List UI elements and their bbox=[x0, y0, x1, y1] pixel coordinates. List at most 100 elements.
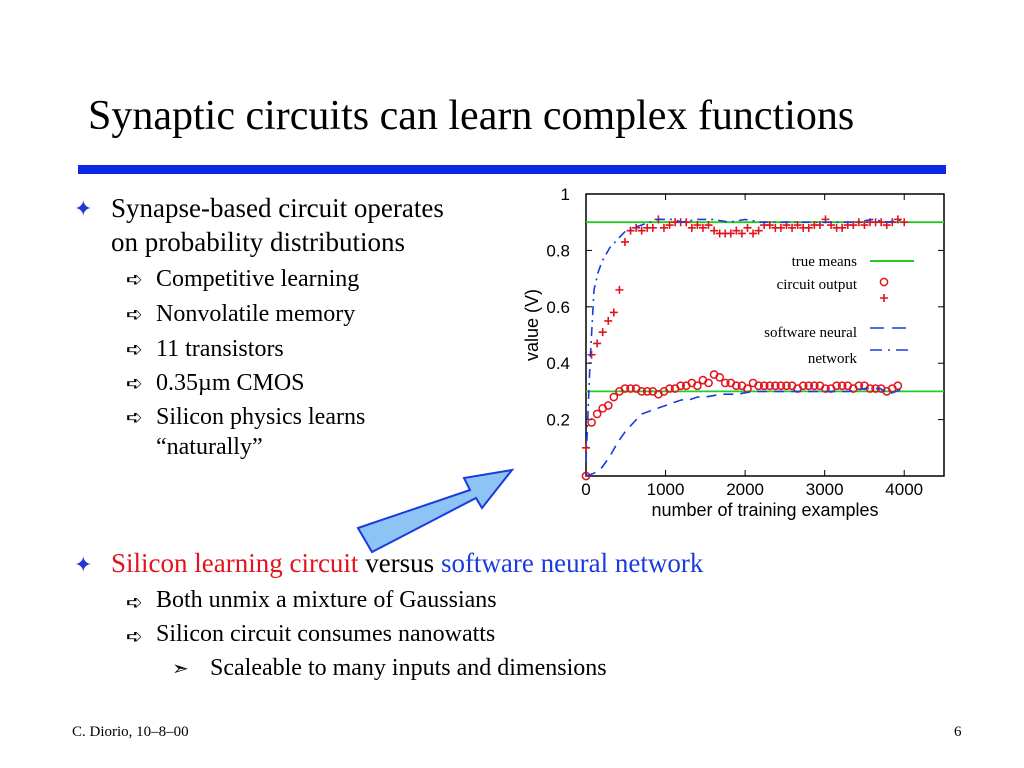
sub-item-silicon-physics-line-2: “naturally” bbox=[156, 434, 263, 460]
x-tick-label: 3000 bbox=[806, 480, 844, 499]
circuit-output-plus bbox=[693, 221, 702, 230]
circuit-output-plus bbox=[698, 223, 707, 232]
bullet-1: Synapse-based circuit operates on probab… bbox=[111, 191, 444, 259]
circuit-output-plus bbox=[726, 229, 735, 238]
sub-sub-item-scaleable: Scaleable to many inputs and dimensions bbox=[210, 655, 607, 681]
circuit-output-plus bbox=[587, 350, 596, 359]
block-arrow-graphic bbox=[356, 468, 515, 554]
circuit-output-plus bbox=[743, 223, 752, 232]
circuit-output-circle bbox=[587, 418, 596, 427]
y-tick-label: 0.2 bbox=[546, 411, 570, 430]
circuit-output-circle bbox=[804, 381, 814, 391]
x-tick-label: 2000 bbox=[726, 480, 764, 499]
circuit-output-plus bbox=[765, 221, 774, 230]
circuit-output-plus bbox=[804, 223, 813, 232]
circuit-output-circle bbox=[603, 401, 613, 410]
sub-item-competitive-learning: Competitive learning bbox=[156, 266, 360, 292]
circuit-output-circle bbox=[765, 381, 775, 391]
silicon-learning-circuit-text: Silicon learning circuit bbox=[111, 548, 359, 578]
bullet-star-icon: ✦ bbox=[74, 552, 93, 577]
sub-sub-bullet-arrow-icon: ➣ bbox=[172, 658, 189, 680]
sub-bullet-arrow-icon: ➪ bbox=[126, 407, 143, 429]
plot-frame bbox=[585, 193, 945, 477]
page-number: 6 bbox=[954, 724, 962, 740]
circuit-output-plus bbox=[609, 308, 618, 317]
versus-text: versus bbox=[358, 548, 441, 578]
circuit-output-plus bbox=[793, 221, 802, 230]
sub-item-cmos: 0.35µm CMOS bbox=[156, 370, 305, 396]
circuit-output-plus bbox=[598, 328, 607, 337]
footer-author-date: C. Diorio, 10–8–00 bbox=[72, 724, 189, 740]
circuit-output-plus bbox=[659, 223, 668, 232]
circuit-output-circle bbox=[809, 381, 819, 391]
circuit-output-circle bbox=[854, 381, 864, 391]
x-tick-label: 1000 bbox=[647, 480, 685, 499]
circuit-output-plus bbox=[849, 221, 858, 230]
circuit-output-plus bbox=[687, 223, 696, 232]
circuit-output-circle bbox=[759, 381, 769, 391]
legend-circuit-plus-swatch bbox=[880, 294, 888, 302]
circuit-output-plus bbox=[860, 221, 869, 230]
circuit-output-plus bbox=[815, 221, 824, 230]
circuit-output-plus bbox=[604, 316, 613, 325]
circuit-output-circle bbox=[754, 381, 763, 391]
x-tick-label: 4000 bbox=[885, 480, 923, 499]
circuit-output-circle bbox=[837, 381, 847, 391]
y-tick-label: 0.4 bbox=[546, 354, 570, 373]
legend-circuit-output-label: circuit output bbox=[777, 277, 858, 293]
circuit-output-plus bbox=[593, 339, 602, 348]
title-divider bbox=[78, 165, 946, 174]
legend-software-label-line2: network bbox=[808, 351, 858, 367]
y-tick-label: 0.6 bbox=[546, 298, 570, 317]
bullet-1-line-1: Synapse-based circuit operates bbox=[111, 193, 444, 223]
circuit-output-plus bbox=[710, 226, 719, 235]
circuit-output-circle bbox=[609, 392, 619, 402]
sub-bullet-arrow-icon: ➪ bbox=[126, 592, 143, 614]
circuit-output-circle bbox=[732, 381, 741, 391]
circuit-output-plus bbox=[665, 221, 674, 230]
circuit-output-plus bbox=[632, 223, 641, 232]
circuit-output-circle bbox=[642, 387, 652, 396]
slide-title: Synaptic circuits can learn complex func… bbox=[88, 93, 855, 139]
circuit-output-plus bbox=[648, 223, 657, 232]
circuit-output-plus bbox=[637, 226, 646, 235]
circuit-output-plus bbox=[615, 285, 624, 294]
sub-item-nonvolatile-memory: Nonvolatile memory bbox=[156, 301, 356, 327]
circuit-output-circle bbox=[893, 381, 903, 391]
circuit-output-circle bbox=[592, 409, 602, 419]
y-tick-label: 1 bbox=[561, 185, 570, 204]
circuit-output-plus bbox=[754, 226, 763, 235]
legend-software-label-line1: software neural bbox=[764, 325, 857, 341]
legend-true-means-label: true means bbox=[792, 254, 858, 270]
circuit-output-plus bbox=[788, 223, 797, 232]
circuit-output-plus bbox=[749, 229, 758, 238]
sub-bullet-arrow-icon: ➪ bbox=[126, 373, 143, 395]
bullet-1-line-2: on probability distributions bbox=[111, 227, 405, 257]
y-axis-label: value (V) bbox=[522, 289, 542, 361]
sub-item-silicon-physics: Silicon physics learns “naturally” bbox=[156, 402, 365, 462]
sub-bullet-arrow-icon: ➪ bbox=[126, 339, 143, 361]
legend-circuit-circle-swatch bbox=[879, 277, 889, 287]
circuit-output-circle bbox=[665, 384, 674, 393]
sub-item-nanowatts: Silicon circuit consumes nanowatts bbox=[156, 621, 496, 647]
circuit-output-circle bbox=[693, 381, 702, 391]
sub-item-silicon-physics-line-1: Silicon physics learns bbox=[156, 404, 366, 430]
x-axis-label: number of training examples bbox=[651, 500, 878, 520]
circuit-output-plus bbox=[737, 229, 746, 238]
circuit-output-circle bbox=[782, 381, 791, 391]
circuit-output-plus bbox=[776, 223, 785, 232]
circuit-output-circle bbox=[798, 381, 808, 391]
circuit-output-circle bbox=[626, 384, 635, 393]
circuit-output-circle bbox=[720, 378, 730, 388]
circuit-output-circle bbox=[715, 372, 725, 382]
circuit-output-plus bbox=[704, 221, 713, 230]
y-tick-label: 0.8 bbox=[546, 241, 570, 260]
circuit-output-circle bbox=[832, 381, 841, 391]
circuit-output-circle bbox=[620, 384, 630, 393]
circuit-output-circle bbox=[581, 471, 591, 481]
sub-bullet-arrow-icon: ➪ bbox=[126, 304, 143, 326]
circuit-output-circle bbox=[776, 381, 786, 391]
circuit-output-plus bbox=[877, 218, 886, 227]
sub-item-unmix-gaussians: Both unmix a mixture of Gaussians bbox=[156, 587, 497, 613]
